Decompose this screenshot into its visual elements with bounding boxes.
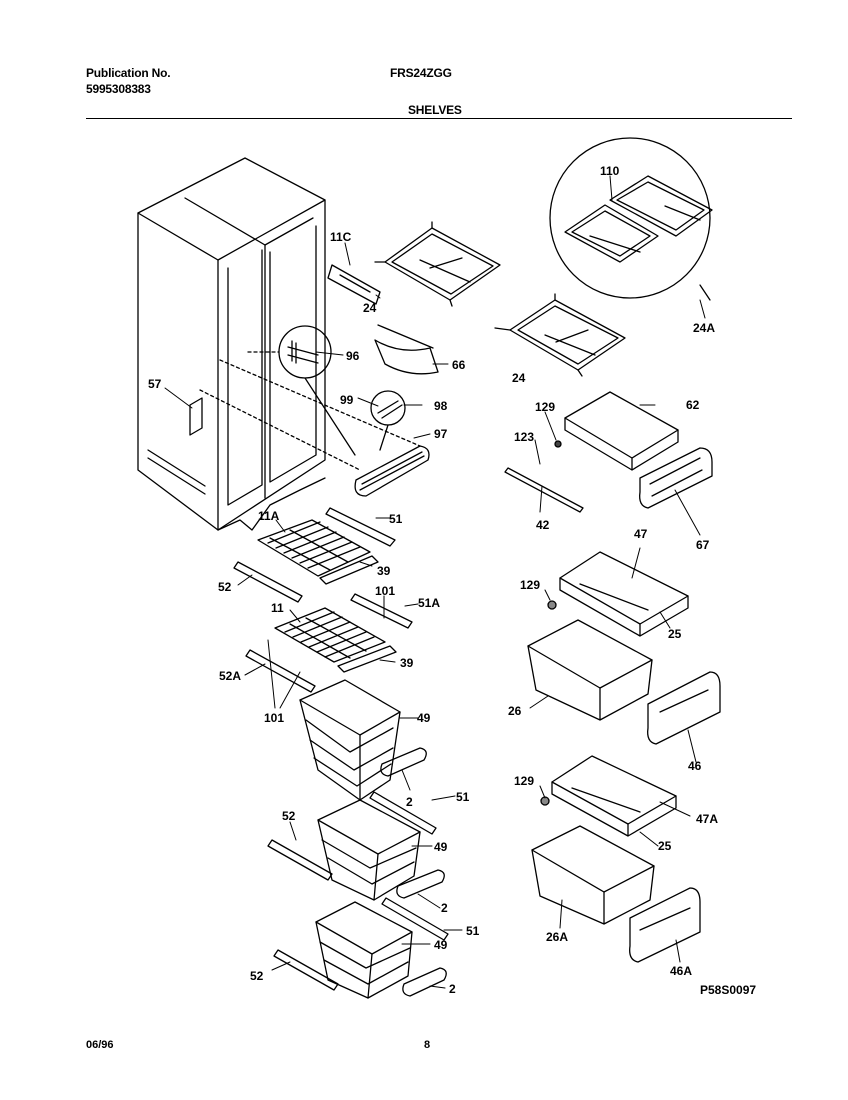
label-49-middle: 49 <box>434 840 448 854</box>
label-24-lower: 24 <box>512 371 526 385</box>
label-129-lower: 129 <box>514 774 534 788</box>
label-39-top: 39 <box>377 564 391 578</box>
label-101-lower: 101 <box>264 711 284 725</box>
basket-49-upper <box>299 679 401 801</box>
refrigerator-cabinet <box>137 157 326 531</box>
label-47: 47 <box>634 527 648 541</box>
part-47a-tray <box>551 755 677 837</box>
label-42: 42 <box>536 518 550 532</box>
label-123: 123 <box>514 430 534 444</box>
part-52a-bracket <box>245 649 316 693</box>
label-51-mid: 51 <box>456 790 470 804</box>
part-46a-cover <box>629 887 701 963</box>
part-51-trim-top <box>325 507 396 547</box>
detail-circle-98 <box>370 390 406 451</box>
label-51-top: 51 <box>389 512 403 526</box>
part-47-tray <box>559 551 689 637</box>
label-26a: 26A <box>546 930 568 944</box>
shelf-24-lower <box>494 293 626 377</box>
label-47a: 47A <box>696 812 718 826</box>
footer-date: 06/96 <box>86 1039 114 1051</box>
label-2-upper: 2 <box>406 795 413 809</box>
part-129-bumper-mid <box>547 600 557 610</box>
part-11a-shelf <box>257 519 371 577</box>
label-39-lower: 39 <box>400 656 414 670</box>
label-96: 96 <box>346 349 360 363</box>
basket-49-middle <box>317 799 421 901</box>
part-2-handle-lower <box>402 967 447 997</box>
part-26a-drawer <box>531 825 655 925</box>
basket-49-lower <box>315 901 413 999</box>
part-39-trim <box>319 555 379 585</box>
part-42-rail <box>504 467 584 513</box>
label-52-mid: 52 <box>282 809 296 823</box>
page-number: 8 <box>424 1039 431 1051</box>
model-number: FRS24ZGG <box>390 66 452 80</box>
label-101-top: 101 <box>375 584 395 598</box>
part-51-trim-bottom <box>381 897 449 941</box>
label-62: 62 <box>686 398 700 412</box>
header-rule <box>86 118 792 119</box>
label-97: 97 <box>434 427 448 441</box>
label-46: 46 <box>688 759 702 773</box>
label-52-bottom: 52 <box>250 969 264 983</box>
part-57-latch <box>189 397 203 436</box>
label-129-mid: 129 <box>520 578 540 592</box>
label-52-top: 52 <box>218 580 232 594</box>
label-11: 11 <box>271 601 284 615</box>
label-66: 66 <box>452 358 466 372</box>
part-labels: 110 11C 24 24A 24 96 66 57 99 98 97 129 … <box>148 164 756 997</box>
part-51-trim-mid <box>369 791 437 835</box>
label-99: 99 <box>340 393 354 407</box>
diagram-code: P58S0097 <box>700 983 756 997</box>
label-49-upper: 49 <box>417 711 431 725</box>
part-2-handle-upper <box>380 747 427 777</box>
part-2-handle-middle <box>396 869 445 899</box>
label-2-lower: 2 <box>449 982 456 996</box>
part-67-cover <box>639 447 713 509</box>
label-2-middle: 2 <box>441 901 448 915</box>
part-52-bracket <box>233 561 303 603</box>
label-46a: 46A <box>670 964 692 978</box>
label-51a: 51A <box>418 596 440 610</box>
part-46-cover <box>647 671 721 745</box>
part-52-bracket-mid <box>267 839 333 881</box>
detail-circle-110 <box>549 137 713 301</box>
label-24-upper: 24 <box>363 301 377 315</box>
part-66-cover <box>374 339 439 375</box>
label-52a: 52A <box>219 669 241 683</box>
detail-circle-96 <box>247 325 356 456</box>
part-39-trim-lower <box>337 645 397 673</box>
label-25-upper: 25 <box>668 627 682 641</box>
label-11c: 11C <box>330 230 352 244</box>
label-67: 67 <box>696 538 710 552</box>
part-11c-bracket <box>327 264 381 305</box>
leader-lines <box>164 175 706 989</box>
label-129-top: 129 <box>535 400 555 414</box>
part-52-bracket-lower <box>273 949 339 991</box>
part-62-crisper <box>564 391 679 471</box>
part-97-bracket <box>354 445 430 497</box>
label-49-lower: 49 <box>434 938 448 952</box>
part-51a-trim <box>350 593 413 629</box>
publication-label: Publication No. <box>86 66 171 80</box>
part-11-shelf <box>274 607 386 663</box>
part-26-drawer <box>527 619 653 721</box>
part-129-bumper <box>554 440 562 448</box>
label-110: 110 <box>600 164 620 178</box>
label-57: 57 <box>148 377 162 391</box>
label-98: 98 <box>434 399 448 413</box>
label-51-bottom: 51 <box>466 924 480 938</box>
label-24a: 24A <box>693 321 715 335</box>
label-25-lower: 25 <box>658 839 672 853</box>
publication-number: 5995308383 <box>86 82 151 96</box>
label-26: 26 <box>508 704 522 718</box>
label-11a: 11A <box>258 509 280 523</box>
shelf-24-upper <box>374 221 501 307</box>
section-title: SHELVES <box>408 103 462 117</box>
